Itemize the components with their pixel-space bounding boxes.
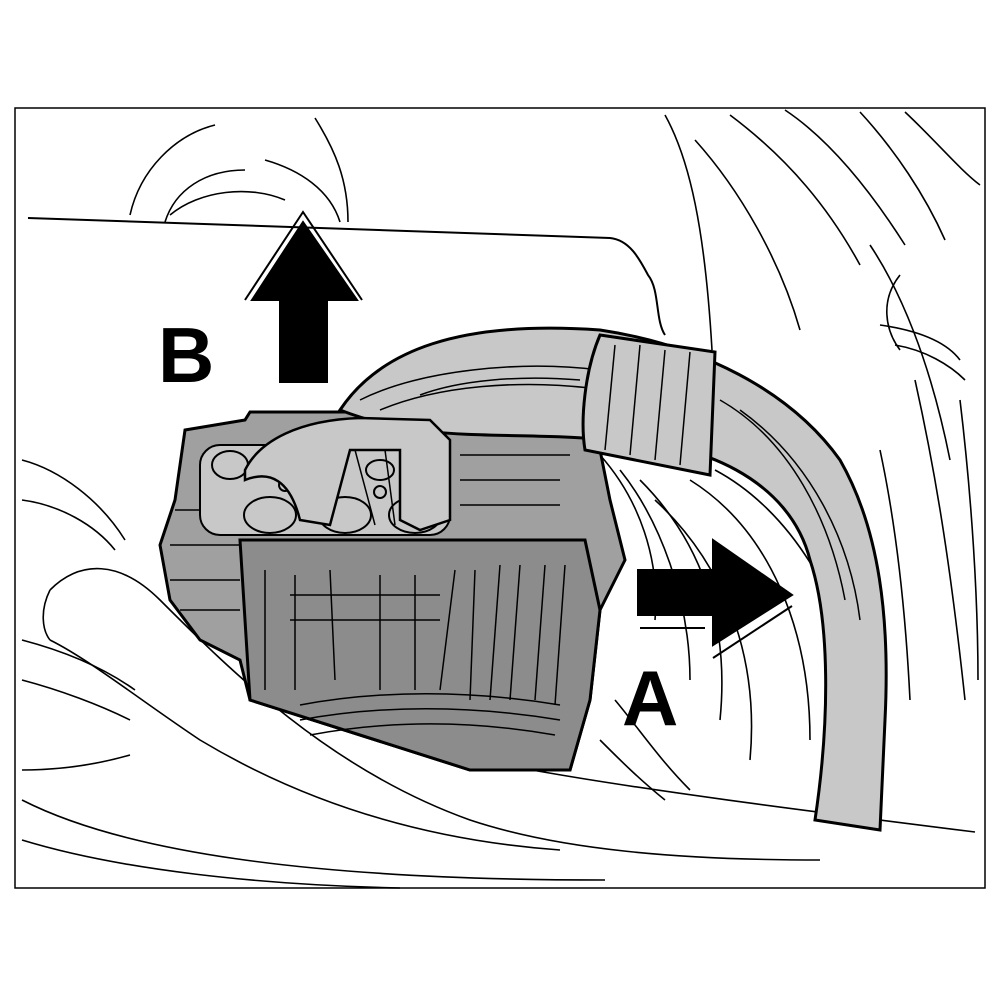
callout-label-b: B	[158, 311, 214, 399]
cover-panel	[27, 217, 666, 336]
arrow-right-icon	[637, 538, 794, 659]
callout-label-a: A	[622, 654, 678, 742]
harness-tape-band	[581, 333, 717, 477]
electrical-connector	[158, 410, 627, 772]
wire-harness	[243, 326, 888, 832]
arrow-up-icon	[244, 210, 363, 383]
